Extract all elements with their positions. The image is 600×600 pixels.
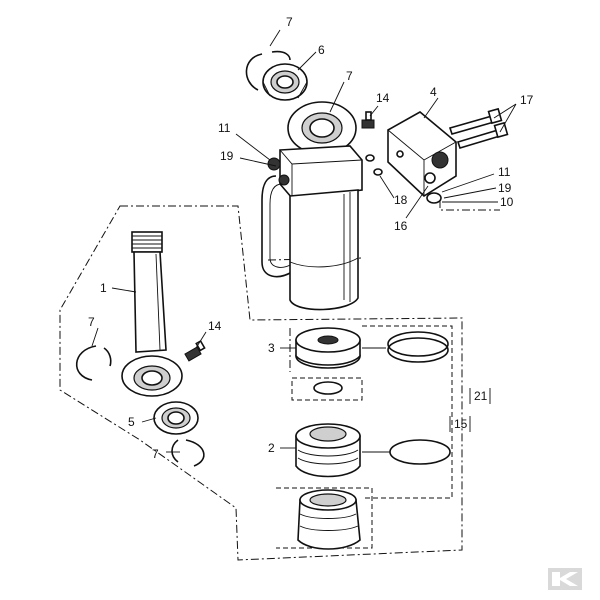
callout-1: 1 <box>100 281 107 295</box>
leader-lines <box>91 29 517 453</box>
piston-rod-part-1 <box>131 231 167 353</box>
brand-logo-icon <box>548 568 582 590</box>
callout-7-top: 7 <box>286 15 293 29</box>
hydraulic-tube-inner <box>269 183 293 268</box>
callout-5: 5 <box>128 415 135 429</box>
callout-19-right: 19 <box>498 181 512 195</box>
circlip-part-7-left <box>75 345 112 381</box>
callout-17: 17 <box>520 93 534 107</box>
callout-15: 15 <box>454 417 468 431</box>
callout-11-right: 11 <box>498 165 511 179</box>
end-cap <box>297 489 361 550</box>
callout-7-left: 7 <box>88 315 95 329</box>
bracket-15 <box>449 416 471 432</box>
grease-nipple-part-14-left <box>184 339 206 362</box>
grease-nipple-part-14-top <box>361 111 375 129</box>
callout-3: 3 <box>268 341 275 355</box>
piston-part-2 <box>295 423 361 478</box>
gland-part-3 <box>295 327 361 369</box>
kit-boundary-seal <box>291 377 363 401</box>
bushing-part-6 <box>262 63 308 101</box>
bolts-part-17 <box>448 107 509 149</box>
valve-block-part-4 <box>387 111 457 198</box>
circlip-part-7-bottom <box>171 439 205 467</box>
cylinder-barrel <box>289 189 359 311</box>
seal-ring-small <box>313 381 343 395</box>
eye-bearing-bottom <box>121 355 183 397</box>
hydraulic-tube <box>261 175 293 278</box>
kit-boundary-15 <box>362 325 453 499</box>
callout-14-top: 14 <box>376 91 390 105</box>
callout-2: 2 <box>268 441 275 455</box>
callout-18: 18 <box>394 193 408 207</box>
callout-10: 10 <box>500 195 514 209</box>
callout-14-left: 14 <box>208 319 222 333</box>
fitting-part-16 <box>426 192 442 204</box>
callout-7-eye: 7 <box>346 69 353 83</box>
o-ring-large-top <box>387 331 449 363</box>
circlip-part-7-top <box>245 50 291 91</box>
callout-11-left: 11 <box>218 121 231 135</box>
bracket-21 <box>469 388 491 404</box>
o-rings-part-18 <box>365 154 383 176</box>
callout-21: 21 <box>474 389 488 403</box>
callout-16: 16 <box>394 219 408 233</box>
bushing-part-5 <box>153 401 199 435</box>
kit-boundary-outer <box>59 205 463 561</box>
callout-7-bottom: 7 <box>152 447 159 461</box>
callout-6: 6 <box>318 43 325 57</box>
connector-line-top <box>267 200 500 372</box>
o-ring-large-bottom <box>389 439 451 465</box>
callout-19-left: 19 <box>220 149 234 163</box>
callout-4: 4 <box>430 85 437 99</box>
